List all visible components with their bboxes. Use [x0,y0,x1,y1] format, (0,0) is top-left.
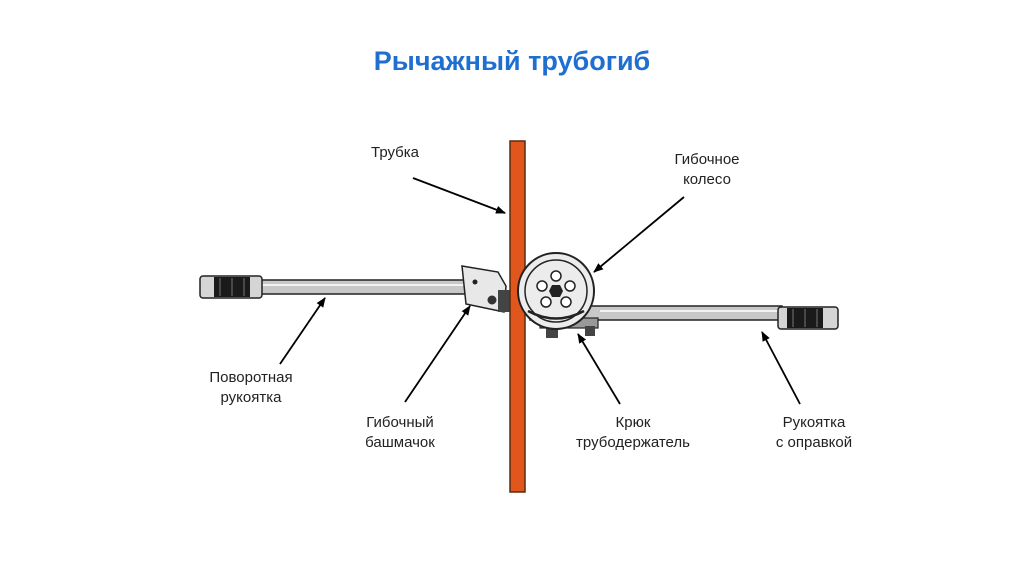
page-title: Рычажный трубогиб [373,46,651,76]
label-mandrel-handle-line2: с оправкой [775,434,853,451]
mandrel-handle [529,305,839,330]
label-hook-line2: трубодержатель [576,434,690,451]
label-bending-shoe: Гибочный башмачок [345,413,455,453]
label-rotary-handle: Поворотная рукоятка [196,368,306,408]
label-bending-wheel-line1: Гибочное [674,151,740,168]
label-tube-text: Трубка [371,144,419,161]
arrow-tube [412,177,506,214]
label-mandrel-handle: Рукоятка с оправкой [754,413,874,453]
arrow-wheel [593,196,685,273]
label-hook: Крюк трубодержатель [563,413,703,453]
arrow-bending-shoe [404,305,471,403]
label-tube: Трубка [348,143,442,163]
label-bending-shoe-line1: Гибочный [366,414,434,431]
label-bending-wheel: Гибочное колесо [652,150,762,190]
label-bending-shoe-line2: башмачок [365,434,435,451]
arrow-mandrel-handle [761,331,801,405]
label-rotary-handle-line2: рукоятка [220,389,282,406]
arrow-rotary-handle [279,297,326,365]
bending-shoe [461,265,512,313]
rotary-handle [199,275,467,299]
arrow-hook [577,333,621,405]
label-rotary-handle-line1: Поворотная [209,369,293,386]
label-bending-wheel-line2: колесо [683,171,731,188]
label-hook-line1: Крюк [615,414,651,431]
label-mandrel-handle-line1: Рукоятка [782,414,846,431]
tube [509,140,526,493]
bending-wheel [517,252,595,330]
